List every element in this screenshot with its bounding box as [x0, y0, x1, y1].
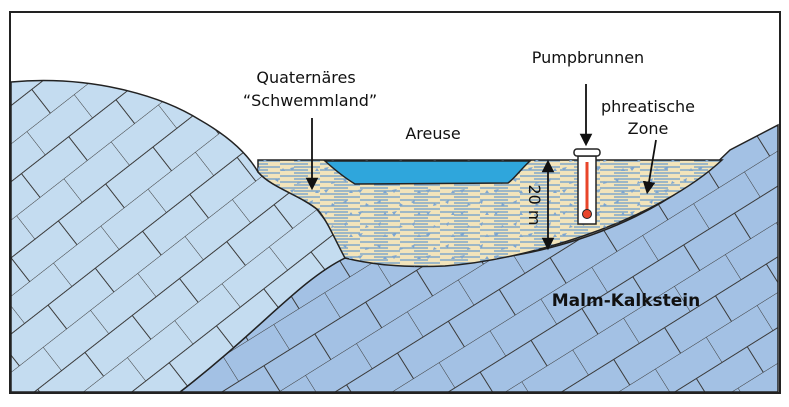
- areuse-river: [323, 160, 532, 185]
- quaternaer-label-line2: “Schwemmland”: [243, 91, 377, 110]
- quaternaer-label-line1: Quaternäres: [256, 68, 355, 87]
- phreatisch-label-line1: phreatische: [601, 97, 695, 116]
- pump-well-icon: [573, 148, 601, 225]
- areuse-label: Areuse: [405, 124, 460, 143]
- depth-label: 20 m: [525, 184, 544, 225]
- pumpbrunnen-label: Pumpbrunnen: [532, 48, 644, 67]
- malm-label: Malm-Kalkstein: [552, 291, 700, 311]
- phreatisch-pointer-arrow: [642, 139, 657, 195]
- phreatisch-label-line2: Zone: [628, 119, 669, 138]
- sediment-specks: [258, 160, 722, 267]
